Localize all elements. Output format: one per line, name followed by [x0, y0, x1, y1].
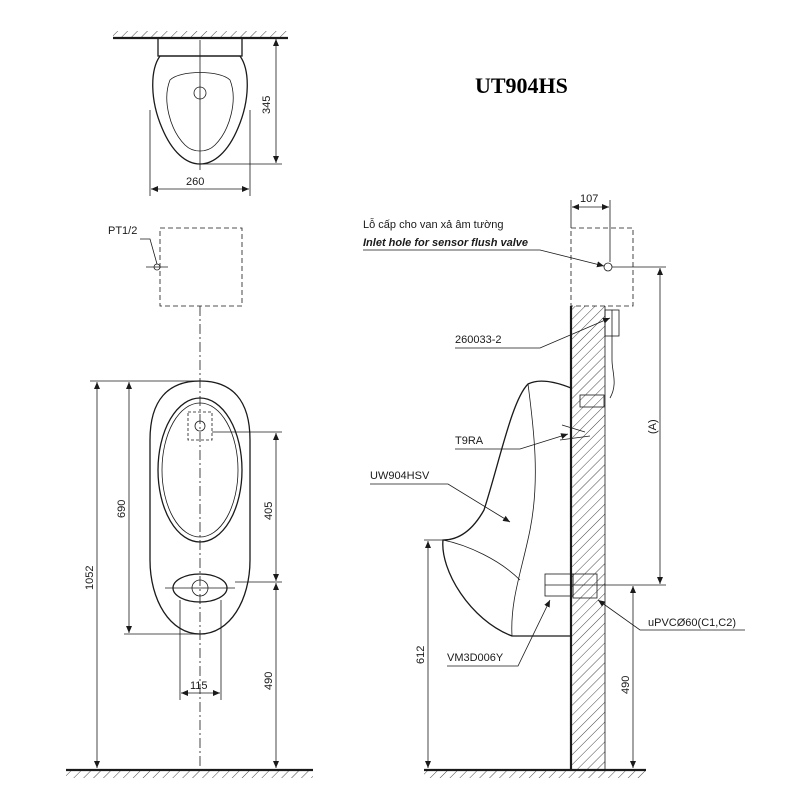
spud-fitting	[559, 424, 591, 441]
side-wall-hatch	[571, 306, 605, 770]
part-valve: 260033-2	[455, 334, 502, 346]
part-bowl: UW904HSV	[370, 470, 430, 482]
side-floor-hatch	[424, 770, 646, 778]
spray-head	[187, 411, 213, 441]
dim-outlet-width: 115	[190, 680, 208, 692]
dim-rim-height: 612	[415, 646, 427, 664]
model-title: UT904HS	[475, 73, 568, 98]
valve-connector	[579, 394, 605, 408]
front-view: PT1/2 1052 690 405 490	[66, 225, 313, 778]
dim-inlet-outlet: 405	[263, 502, 275, 520]
top-view: 260 345	[113, 31, 288, 196]
part-spud: T9RA	[455, 435, 484, 447]
front-inner-bowl	[157, 397, 243, 543]
dim-drain-height: 490	[620, 676, 632, 694]
side-view: 107 Lỗ cấp cho van xả âm tường Inlet hol…	[363, 193, 745, 778]
front-floor-hatch	[66, 770, 313, 778]
part-trap: VM3D006Y	[447, 652, 504, 664]
dim-depth-345: 345	[261, 96, 273, 114]
valve-box-outline	[159, 227, 243, 307]
dim-total-height: 1052	[84, 566, 96, 590]
inlet-note-vi: Lỗ cấp cho van xả âm tường	[363, 218, 504, 231]
side-bowl-outline	[442, 380, 572, 637]
pipe-label: PT1/2	[108, 225, 137, 237]
dim-bowl-height: 690	[116, 500, 128, 518]
dim-valve-height: (A)	[647, 419, 659, 434]
inlet-note-en: Inlet hole for sensor flush valve	[363, 237, 528, 249]
dim-outlet-height: 490	[263, 672, 275, 690]
dim-width-260: 260	[186, 176, 204, 188]
dim-wall-offset: 107	[580, 193, 598, 205]
drain-pipe-label: uPVCØ60(C1,C2)	[648, 617, 736, 629]
top-wall-hatch	[113, 31, 288, 38]
